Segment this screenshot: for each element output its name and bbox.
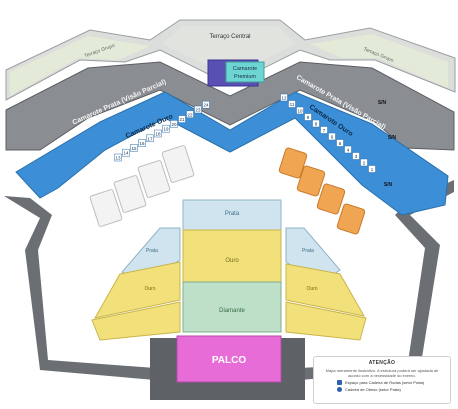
box-right-box[interactable] <box>320 126 328 134</box>
ouro-left-label: Ouro <box>144 286 155 292</box>
ouro-center-label: Ouro <box>225 258 239 264</box>
box-right-number: 8 <box>315 122 318 127</box>
ouro-tables[interactable] <box>278 147 366 235</box>
box-right-box[interactable] <box>328 132 336 141</box>
box-right-number: 5 <box>339 141 342 146</box>
obese-seat-icon <box>337 387 342 392</box>
box-left-box[interactable] <box>130 144 138 152</box>
box-left-box[interactable] <box>170 120 178 128</box>
box-right-box[interactable] <box>336 139 344 147</box>
box-right-box[interactable] <box>280 93 288 102</box>
prata-label: Prata <box>225 211 240 217</box>
box-left-number: 20 <box>171 122 177 127</box>
legend-obese-label: Cadeira de Obeso (setor Prata) <box>345 387 401 392</box>
box-left-box[interactable] <box>178 115 186 123</box>
left-wing-seating[interactable] <box>91 227 181 341</box>
box-right-box[interactable] <box>288 100 296 108</box>
box-right-box[interactable] <box>352 152 360 160</box>
box-left-number: 22 <box>187 112 193 117</box>
box-right-number: 6 <box>331 135 334 140</box>
wheelchair-icon <box>337 380 342 385</box>
box-left-box[interactable] <box>162 124 170 133</box>
box-right-number: 3 <box>355 154 358 159</box>
box-left-box[interactable] <box>146 134 154 143</box>
sn-label-2: S/N <box>388 135 397 141</box>
box-left-number: 16 <box>139 141 145 146</box>
prata-left-label: Prata <box>146 248 158 254</box>
box-right-number: 1 <box>371 167 374 172</box>
prata-right-label: Prata <box>302 248 314 254</box>
box-right-number: 2 <box>363 161 366 166</box>
box-right-number: 10 <box>297 109 303 114</box>
palco-label: PALCO <box>212 355 246 366</box>
diamante-label: Diamante <box>219 308 245 314</box>
legend-wheelchair-label: Espaço para Cadeira de Rodas (setor Prat… <box>345 380 425 385</box>
legend-title: ATENÇÃO <box>368 360 396 366</box>
box-left-number: 14 <box>123 151 129 156</box>
bronze-tables[interactable] <box>89 145 195 227</box>
camarote-ouro-band <box>15 91 449 216</box>
box-left-box[interactable] <box>186 110 194 119</box>
box-right-number: 7 <box>323 128 326 133</box>
box-right-number: 11 <box>290 102 295 107</box>
sn-label-1: S/N <box>378 100 387 106</box>
ouro-right-label: Ouro <box>306 286 317 292</box>
box-left-box[interactable] <box>114 153 122 162</box>
terraco-grupo-right-area <box>310 34 448 88</box>
terraco-central-area <box>162 26 296 76</box>
box-left-box[interactable] <box>194 105 202 114</box>
box-right-number: 4 <box>347 148 350 153</box>
box-left-box[interactable] <box>122 148 130 157</box>
camarote-premium-inner <box>225 61 265 83</box>
box-left-box[interactable] <box>138 139 146 147</box>
box-left-number: 21 <box>179 117 185 122</box>
box-right-number: 9 <box>307 115 310 120</box>
box-left-box[interactable] <box>202 100 210 109</box>
box-right-box[interactable] <box>368 165 376 173</box>
box-left-number: 24 <box>203 103 209 108</box>
box-left-number: 17 <box>147 136 153 141</box>
sn-label-3: S/N <box>384 182 393 188</box>
legend-row-obese: Cadeira de Obeso (setor Prata) <box>319 387 445 392</box>
right-wing-seating[interactable] <box>285 227 367 341</box>
legend-note: Mapa meramente ilustrativo. A estrutura … <box>325 368 439 378</box>
camarote-premium-label-1: Camarote <box>233 66 257 72</box>
terraco-grupo-left-area <box>10 36 150 96</box>
central-seating[interactable] <box>182 199 282 333</box>
legend-box: ATENÇÃO Mapa meramente ilustrativo. A es… <box>313 356 451 404</box>
box-right-box[interactable] <box>344 145 352 154</box>
terraco-central-label: Terraço Central <box>209 34 250 40</box>
box-right-box[interactable] <box>312 119 320 128</box>
camarote-premium-label-2: Premium <box>234 74 256 80</box>
box-left-number: 15 <box>131 146 137 151</box>
box-left-number: 13 <box>115 156 121 161</box>
box-left-number: 23 <box>195 108 201 113</box>
box-left-box[interactable] <box>154 129 162 138</box>
box-right-box[interactable] <box>296 106 304 115</box>
box-right-number: 12 <box>281 96 287 101</box>
box-right-box[interactable] <box>304 113 312 121</box>
legend-row-wheelchair: Espaço para Cadeira de Rodas (setor Prat… <box>319 380 445 385</box>
box-left-number: 18 <box>155 132 161 137</box>
palco <box>176 335 282 383</box>
box-right-box[interactable] <box>360 158 368 167</box>
box-left-number: 19 <box>163 127 169 132</box>
